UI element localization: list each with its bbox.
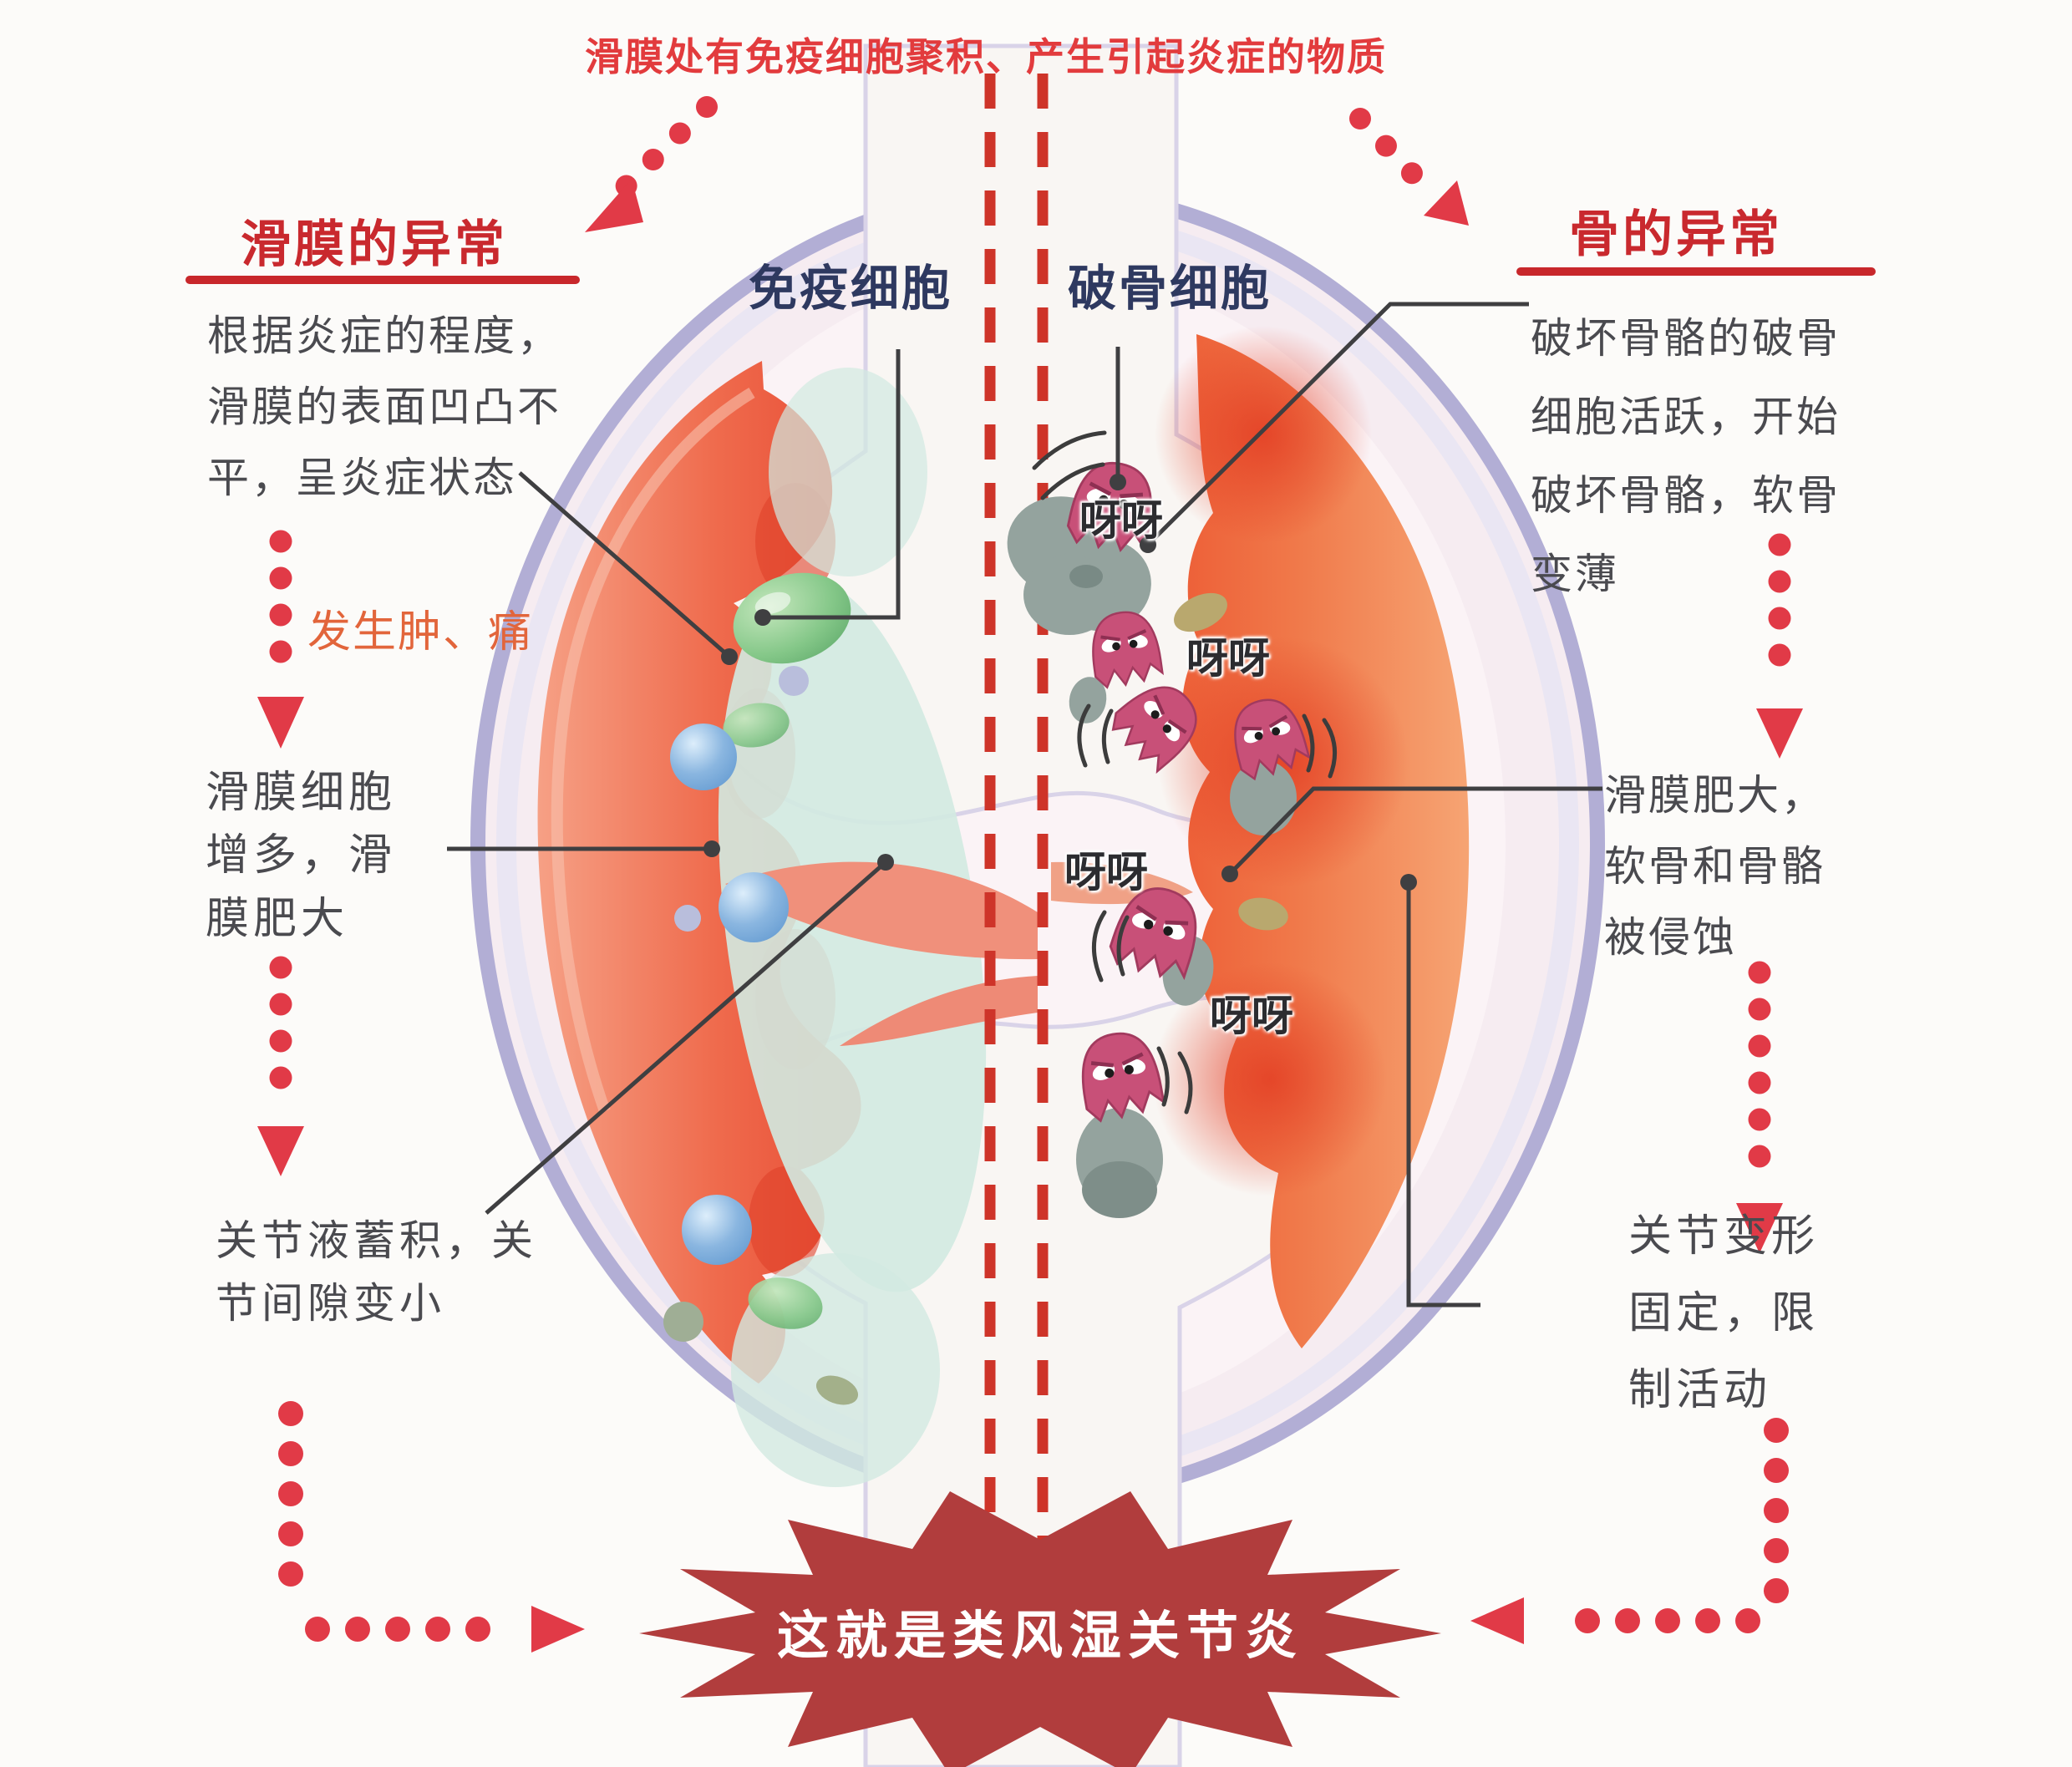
left-paragraph-2: 滑膜细胞增多，滑膜肥大 — [206, 769, 397, 943]
burst-star — [639, 1491, 1441, 1767]
osteoclast-cry-3: 呀呀 — [1064, 849, 1148, 896]
leader-line — [1228, 786, 1602, 876]
arrowhead-icon — [257, 1126, 304, 1176]
arrowhead-icon — [1736, 1203, 1783, 1253]
dotted-flow-arrows — [257, 96, 1803, 1653]
arrowhead-icon — [1470, 1597, 1524, 1644]
dotted-arrow-top-right — [1349, 108, 1433, 195]
bone-debris — [1007, 496, 1297, 1218]
right-heading: 骨的异常 — [1569, 206, 1783, 262]
right-paragraph-2: 滑膜肥大，软骨和骨骼被侵蚀 — [1604, 772, 1826, 961]
dotted-arrow-top-left — [607, 96, 718, 205]
arrowhead-icon — [1756, 708, 1803, 759]
immune-cell-blue — [670, 724, 737, 790]
burst-label: 这就是类风湿关节炎 — [776, 1607, 1304, 1665]
osteoclast-cry-4: 呀呀 — [1210, 993, 1293, 1039]
left-paragraph-1: 根据炎症的程度，滑膜的表面凹凸不平，呈炎症状态 — [207, 312, 561, 501]
leader-line — [1146, 302, 1529, 546]
immune-cell-label: 免疫细胞 — [749, 261, 953, 316]
top-banner: 滑膜处有免疫细胞聚积、产生引起炎症的物质 — [585, 35, 1387, 79]
left-paragraph-3: 关节液蓄积，关节间隙变小 — [216, 1217, 537, 1327]
leader-line — [485, 861, 887, 1215]
dashed-midline — [984, 74, 1049, 1561]
leader-dots — [703, 474, 1417, 891]
inflammation-glow — [1153, 962, 1387, 1196]
immune-cell-blue — [682, 1195, 752, 1265]
right-paragraph-3: 关节变形固定，限制活动 — [1628, 1212, 1820, 1415]
left-heading: 滑膜的异常 — [241, 216, 508, 272]
osteoclast-cry-2: 呀呀 — [1186, 635, 1270, 682]
swelling-pain-note: 发生肿、痛 — [307, 608, 534, 657]
leader-line — [518, 471, 731, 658]
arrowhead-icon — [531, 1606, 585, 1653]
arrowhead-icon — [257, 697, 304, 749]
left-heading-underline — [185, 276, 580, 284]
leader-lines — [447, 302, 1602, 1307]
arrowhead-icon — [1424, 180, 1469, 226]
synovium-right — [1153, 326, 1470, 1348]
immune-cells — [663, 572, 1288, 1405]
leader-line — [1406, 882, 1480, 1307]
osteoclast-cry-1: 呀呀 — [1079, 497, 1163, 544]
motion-arcs — [1032, 430, 1338, 1115]
leader-line — [766, 349, 901, 620]
arrowhead-icon — [585, 179, 643, 232]
right-paragraph-1: 破坏骨骼的破骨细胞活跃，开始破坏骨骼，软骨变薄 — [1531, 315, 1841, 597]
inflammation-glow — [1158, 637, 1409, 887]
inflammation-glow — [1155, 326, 1372, 543]
osteoclast-label: 破骨细胞 — [1068, 261, 1272, 316]
right-heading-underline — [1516, 267, 1876, 276]
immune-cell-blue — [719, 872, 789, 942]
